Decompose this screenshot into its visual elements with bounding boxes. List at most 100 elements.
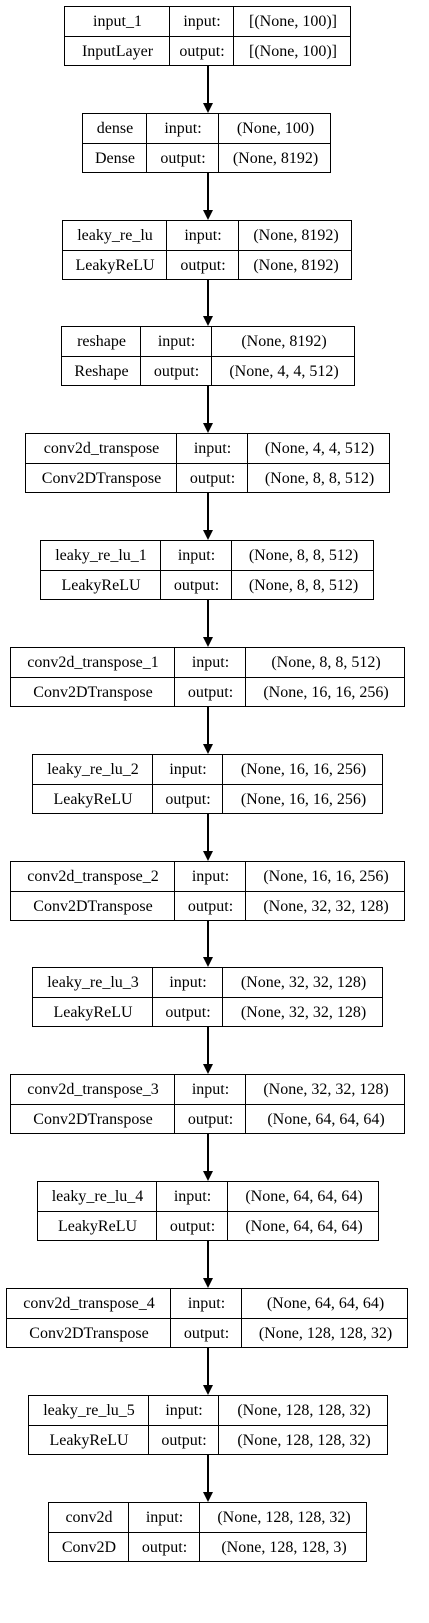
layer-type: Conv2DTranspose (33, 898, 153, 915)
row-divider (49, 1532, 366, 1533)
layer-type: LeakyReLU (49, 1432, 129, 1449)
layer-type: Conv2DTranspose (33, 684, 153, 701)
input-label: input: (191, 1081, 230, 1098)
layer-type: Conv2DTranspose (41, 470, 162, 487)
input-shape: (None, 8192) (253, 227, 339, 244)
input-label: input: (164, 120, 202, 137)
edge-arrow-line (207, 173, 209, 210)
edge-arrowhead (203, 637, 213, 647)
input-shape: (None, 64, 64, 64) (245, 1188, 363, 1205)
input-label: input: (169, 974, 207, 991)
layer-name: dense (96, 120, 134, 137)
output-shape: (None, 4, 4, 512) (229, 363, 339, 380)
edge-arrow-line (207, 921, 209, 957)
output-label: output: (180, 257, 226, 274)
output-label: output: (173, 577, 220, 594)
layer-type: Dense (95, 150, 135, 167)
layer-type: Conv2DTranspose (33, 1111, 153, 1128)
input-label: input: (165, 1402, 203, 1419)
edge-arrow-line (207, 66, 209, 103)
output-shape: [(None, 100)] (249, 43, 337, 60)
input-shape: (None, 16, 16, 256) (263, 868, 389, 885)
row-divider (62, 356, 354, 357)
edge-arrow-line (207, 386, 209, 423)
output-label: output: (187, 1111, 234, 1128)
output-shape: (None, 32, 32, 128) (263, 898, 389, 915)
edge-arrowhead (203, 530, 213, 540)
output-label: output: (160, 150, 206, 167)
output-label: output: (183, 1325, 230, 1342)
edge-arrow-line (207, 493, 209, 530)
edge-arrow-line (207, 1134, 209, 1171)
layer-type: Conv2D (61, 1539, 117, 1556)
output-shape: (None, 128, 128, 32) (258, 1325, 393, 1342)
input-shape: [(None, 100)] (249, 13, 337, 30)
layer-type: Reshape (74, 363, 129, 380)
layer-type: LeakyReLU (53, 791, 133, 808)
layer-type: LeakyReLU (53, 1004, 133, 1021)
output-label: output: (189, 470, 236, 487)
output-shape: (None, 16, 16, 256) (263, 684, 389, 701)
row-divider (29, 1425, 387, 1426)
edge-arrowhead (203, 1492, 213, 1502)
layer-name: conv2d_transpose_1 (27, 654, 159, 671)
layer-name: conv2d (65, 1509, 113, 1526)
input-shape: (None, 8192) (241, 333, 327, 350)
edge-arrowhead (203, 423, 213, 433)
layer-type: LeakyReLU (57, 1218, 138, 1235)
input-shape: (None, 64, 64, 64) (266, 1295, 385, 1312)
layer-type: LeakyReLU (75, 257, 155, 274)
input-label: input: (187, 1295, 226, 1312)
row-divider (38, 1211, 378, 1212)
layer-name: conv2d_transpose_2 (27, 868, 159, 885)
layer-name: conv2d_transpose_4 (23, 1295, 155, 1312)
layer-name: input_1 (93, 13, 142, 30)
layer-name: conv2d_transpose (43, 440, 160, 457)
output-shape: (None, 128, 128, 3) (221, 1539, 347, 1556)
edge-arrowhead (203, 851, 213, 861)
output-label: output: (161, 1432, 207, 1449)
layer-name: leaky_re_lu_1 (55, 547, 147, 564)
output-shape: (None, 8, 8, 512) (248, 577, 359, 594)
edge-arrowhead (203, 1278, 213, 1288)
output-shape: (None, 128, 128, 32) (237, 1432, 371, 1449)
edge-arrowhead (203, 1171, 213, 1181)
layer-name: conv2d_transpose_3 (27, 1081, 159, 1098)
output-shape: (None, 8, 8, 512) (264, 470, 375, 487)
edge-arrow-line (207, 1455, 209, 1492)
edge-arrowhead (203, 316, 213, 326)
output-label: output: (165, 1004, 211, 1021)
row-divider (11, 891, 404, 892)
input-shape: (None, 16, 16, 256) (240, 761, 367, 778)
row-divider (83, 143, 330, 144)
edge-arrow-line (207, 1241, 209, 1278)
input-shape: (None, 32, 32, 128) (240, 974, 367, 991)
edge-arrowhead (203, 957, 213, 967)
row-divider (33, 997, 382, 998)
edge-arrowhead (203, 1385, 213, 1395)
output-shape: (None, 64, 64, 64) (245, 1218, 363, 1235)
input-label: input: (145, 1509, 184, 1526)
layer-name: leaky_re_lu_5 (43, 1402, 135, 1419)
output-label: output: (187, 684, 234, 701)
layer-type: Conv2DTranspose (29, 1325, 149, 1342)
input-shape: (None, 32, 32, 128) (263, 1081, 389, 1098)
row-divider (33, 784, 382, 785)
layer-name: leaky_re_lu (77, 227, 153, 244)
row-divider (65, 36, 350, 37)
input-label: input: (193, 440, 232, 457)
input-label: input: (177, 547, 216, 564)
output-shape: (None, 16, 16, 256) (240, 791, 367, 808)
